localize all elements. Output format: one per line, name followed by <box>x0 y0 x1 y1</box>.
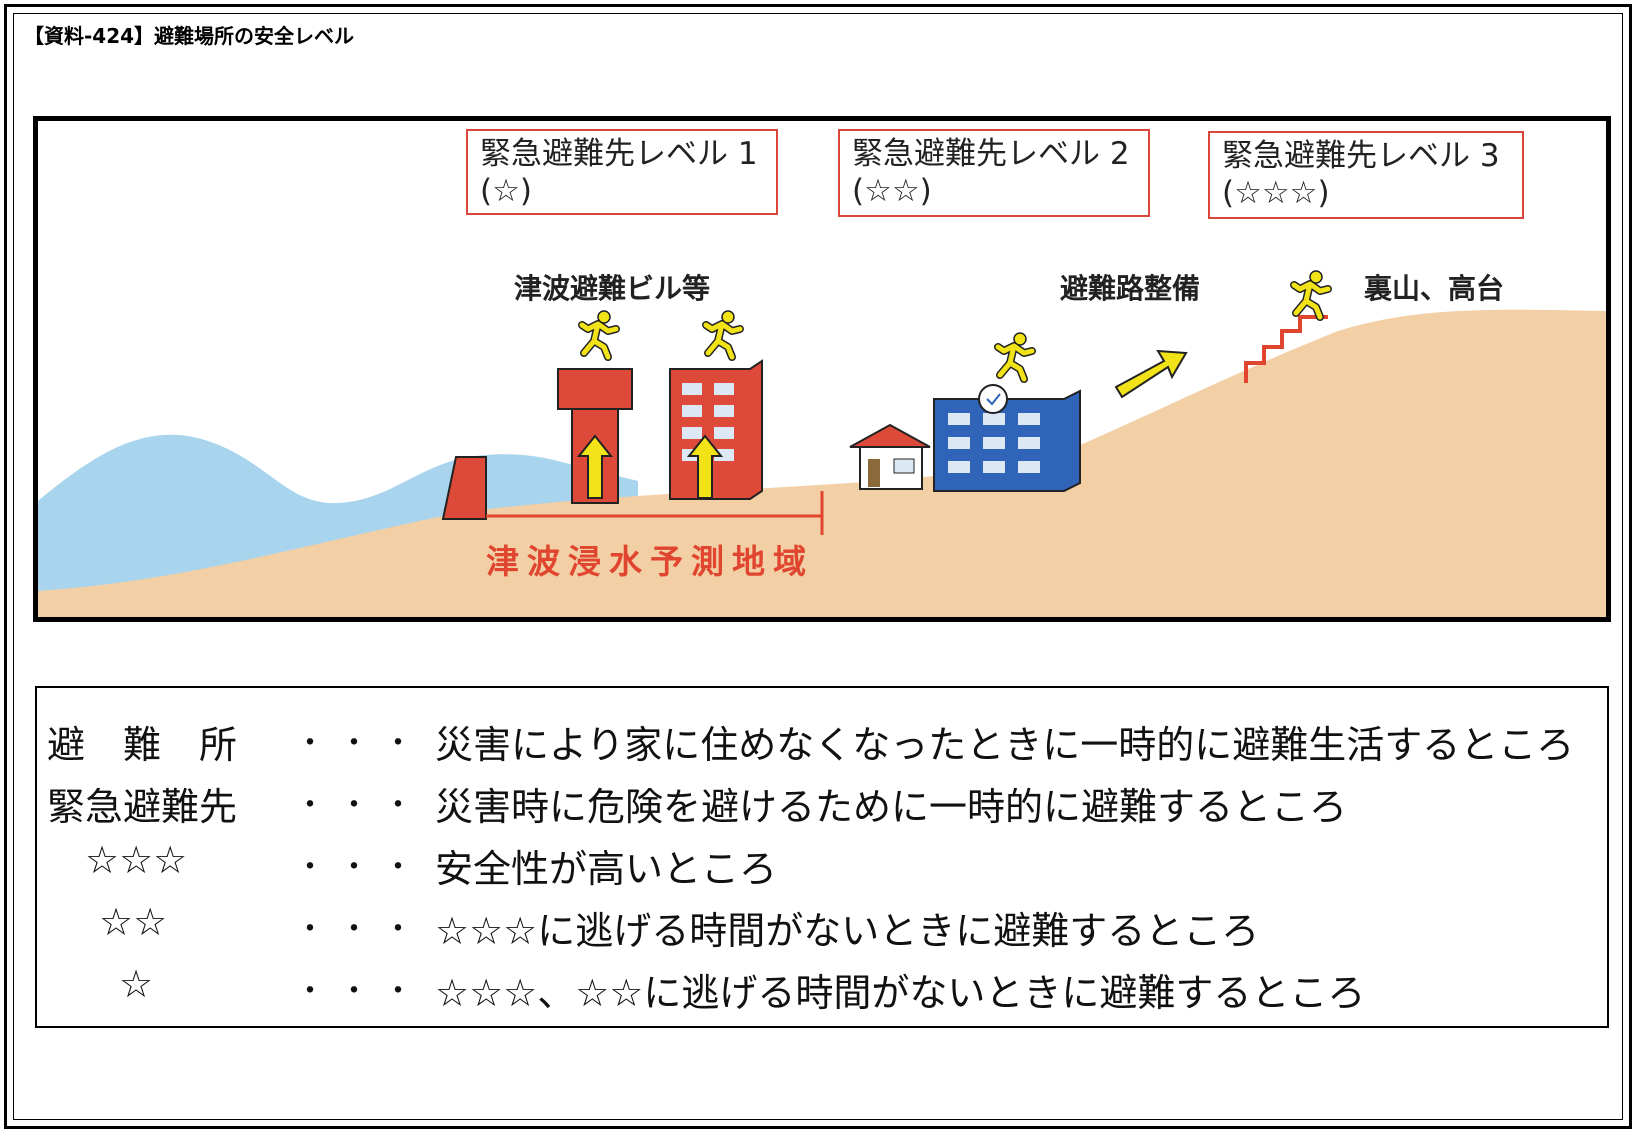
legend-row: ☆☆ ・・・ ☆☆☆に逃げる時間がないときに避難するところ <box>37 894 1607 956</box>
blue-building <box>933 333 1081 492</box>
level-1-stars: (☆) <box>480 173 532 209</box>
level-box-2: 緊急避難先レベル 2 (☆☆) <box>838 129 1150 217</box>
evacuation-diagram: 緊急避難先レベル 1 (☆) 緊急避難先レベル 2 (☆☆) 緊急避難先レベル … <box>33 116 1611 622</box>
legend-term: 避 難 所 <box>47 723 238 767</box>
legend-dots: ・・・ <box>295 912 427 947</box>
document-title: 【資料-424】避難場所の安全レベル <box>24 24 355 48</box>
legend-dots: ・・・ <box>295 788 427 823</box>
legend-row: 避 難 所 ・・・ 災害により家に住めなくなったときに一時的に避難生活するところ <box>37 708 1607 770</box>
level-2-stars: (☆☆) <box>852 173 932 209</box>
legend-dots: ・・・ <box>295 726 427 761</box>
level-box-1: 緊急避難先レベル 1 (☆) <box>466 129 778 215</box>
clock-icon <box>978 384 1008 414</box>
diagram-illustration <box>38 121 1606 617</box>
seawall <box>441 456 487 520</box>
house <box>849 423 931 490</box>
land-slope <box>38 309 1606 617</box>
legend-desc: ☆☆☆、☆☆に逃げる時間がないときに避難するところ <box>435 971 1366 1015</box>
route-label: 避難路整備 <box>1060 272 1201 305</box>
level-1-label: 緊急避難先レベル 1 <box>480 136 758 172</box>
inundation-line <box>486 491 824 535</box>
legend-dots: ・・・ <box>295 850 427 885</box>
stairs-icon <box>1244 315 1328 383</box>
legend-dots: ・・・ <box>295 974 427 1009</box>
tsunami-tower <box>557 311 633 504</box>
legend-term: ☆☆ <box>99 900 168 944</box>
legend-desc: 安全性が高いところ <box>435 847 778 891</box>
legend-term: ☆☆☆ <box>85 838 188 882</box>
red-apartment <box>669 311 763 500</box>
legend-row: ☆ ・・・ ☆☆☆、☆☆に逃げる時間がないときに避難するところ <box>37 956 1607 1018</box>
level-box-3: 緊急避難先レベル 3 (☆☆☆) <box>1208 131 1524 219</box>
legend-table: 避 難 所 ・・・ 災害により家に住めなくなったときに一時的に避難生活するところ… <box>35 686 1609 1028</box>
legend-row: 緊急避難先 ・・・ 災害時に危険を避けるために一時的に避難するところ <box>37 770 1607 832</box>
level-3-stars: (☆☆☆) <box>1222 175 1330 211</box>
legend-term: 緊急避難先 <box>47 785 238 829</box>
legend-desc: 災害時に危険を避けるために一時的に避難するところ <box>435 785 1348 829</box>
hill-label: 裏山、高台 <box>1364 272 1505 305</box>
diagonal-arrow-icon <box>1114 349 1188 399</box>
outer-frame <box>4 4 1632 1129</box>
inundation-zone-label: 津波浸水予測地域 <box>486 542 814 581</box>
legend-term: ☆ <box>119 962 154 1006</box>
inner-frame <box>13 13 1623 1120</box>
legend-row: ☆☆☆ ・・・ 安全性が高いところ <box>37 832 1607 894</box>
legend-desc: ☆☆☆に逃げる時間がないときに避難するところ <box>435 909 1260 953</box>
legend-desc: 災害により家に住めなくなったときに一時的に避難生活するところ <box>435 723 1575 767</box>
level-3-label: 緊急避難先レベル 3 <box>1222 138 1500 174</box>
level-2-label: 緊急避難先レベル 2 <box>852 136 1130 172</box>
tsunami-building-label: 津波避難ビル等 <box>514 272 711 305</box>
